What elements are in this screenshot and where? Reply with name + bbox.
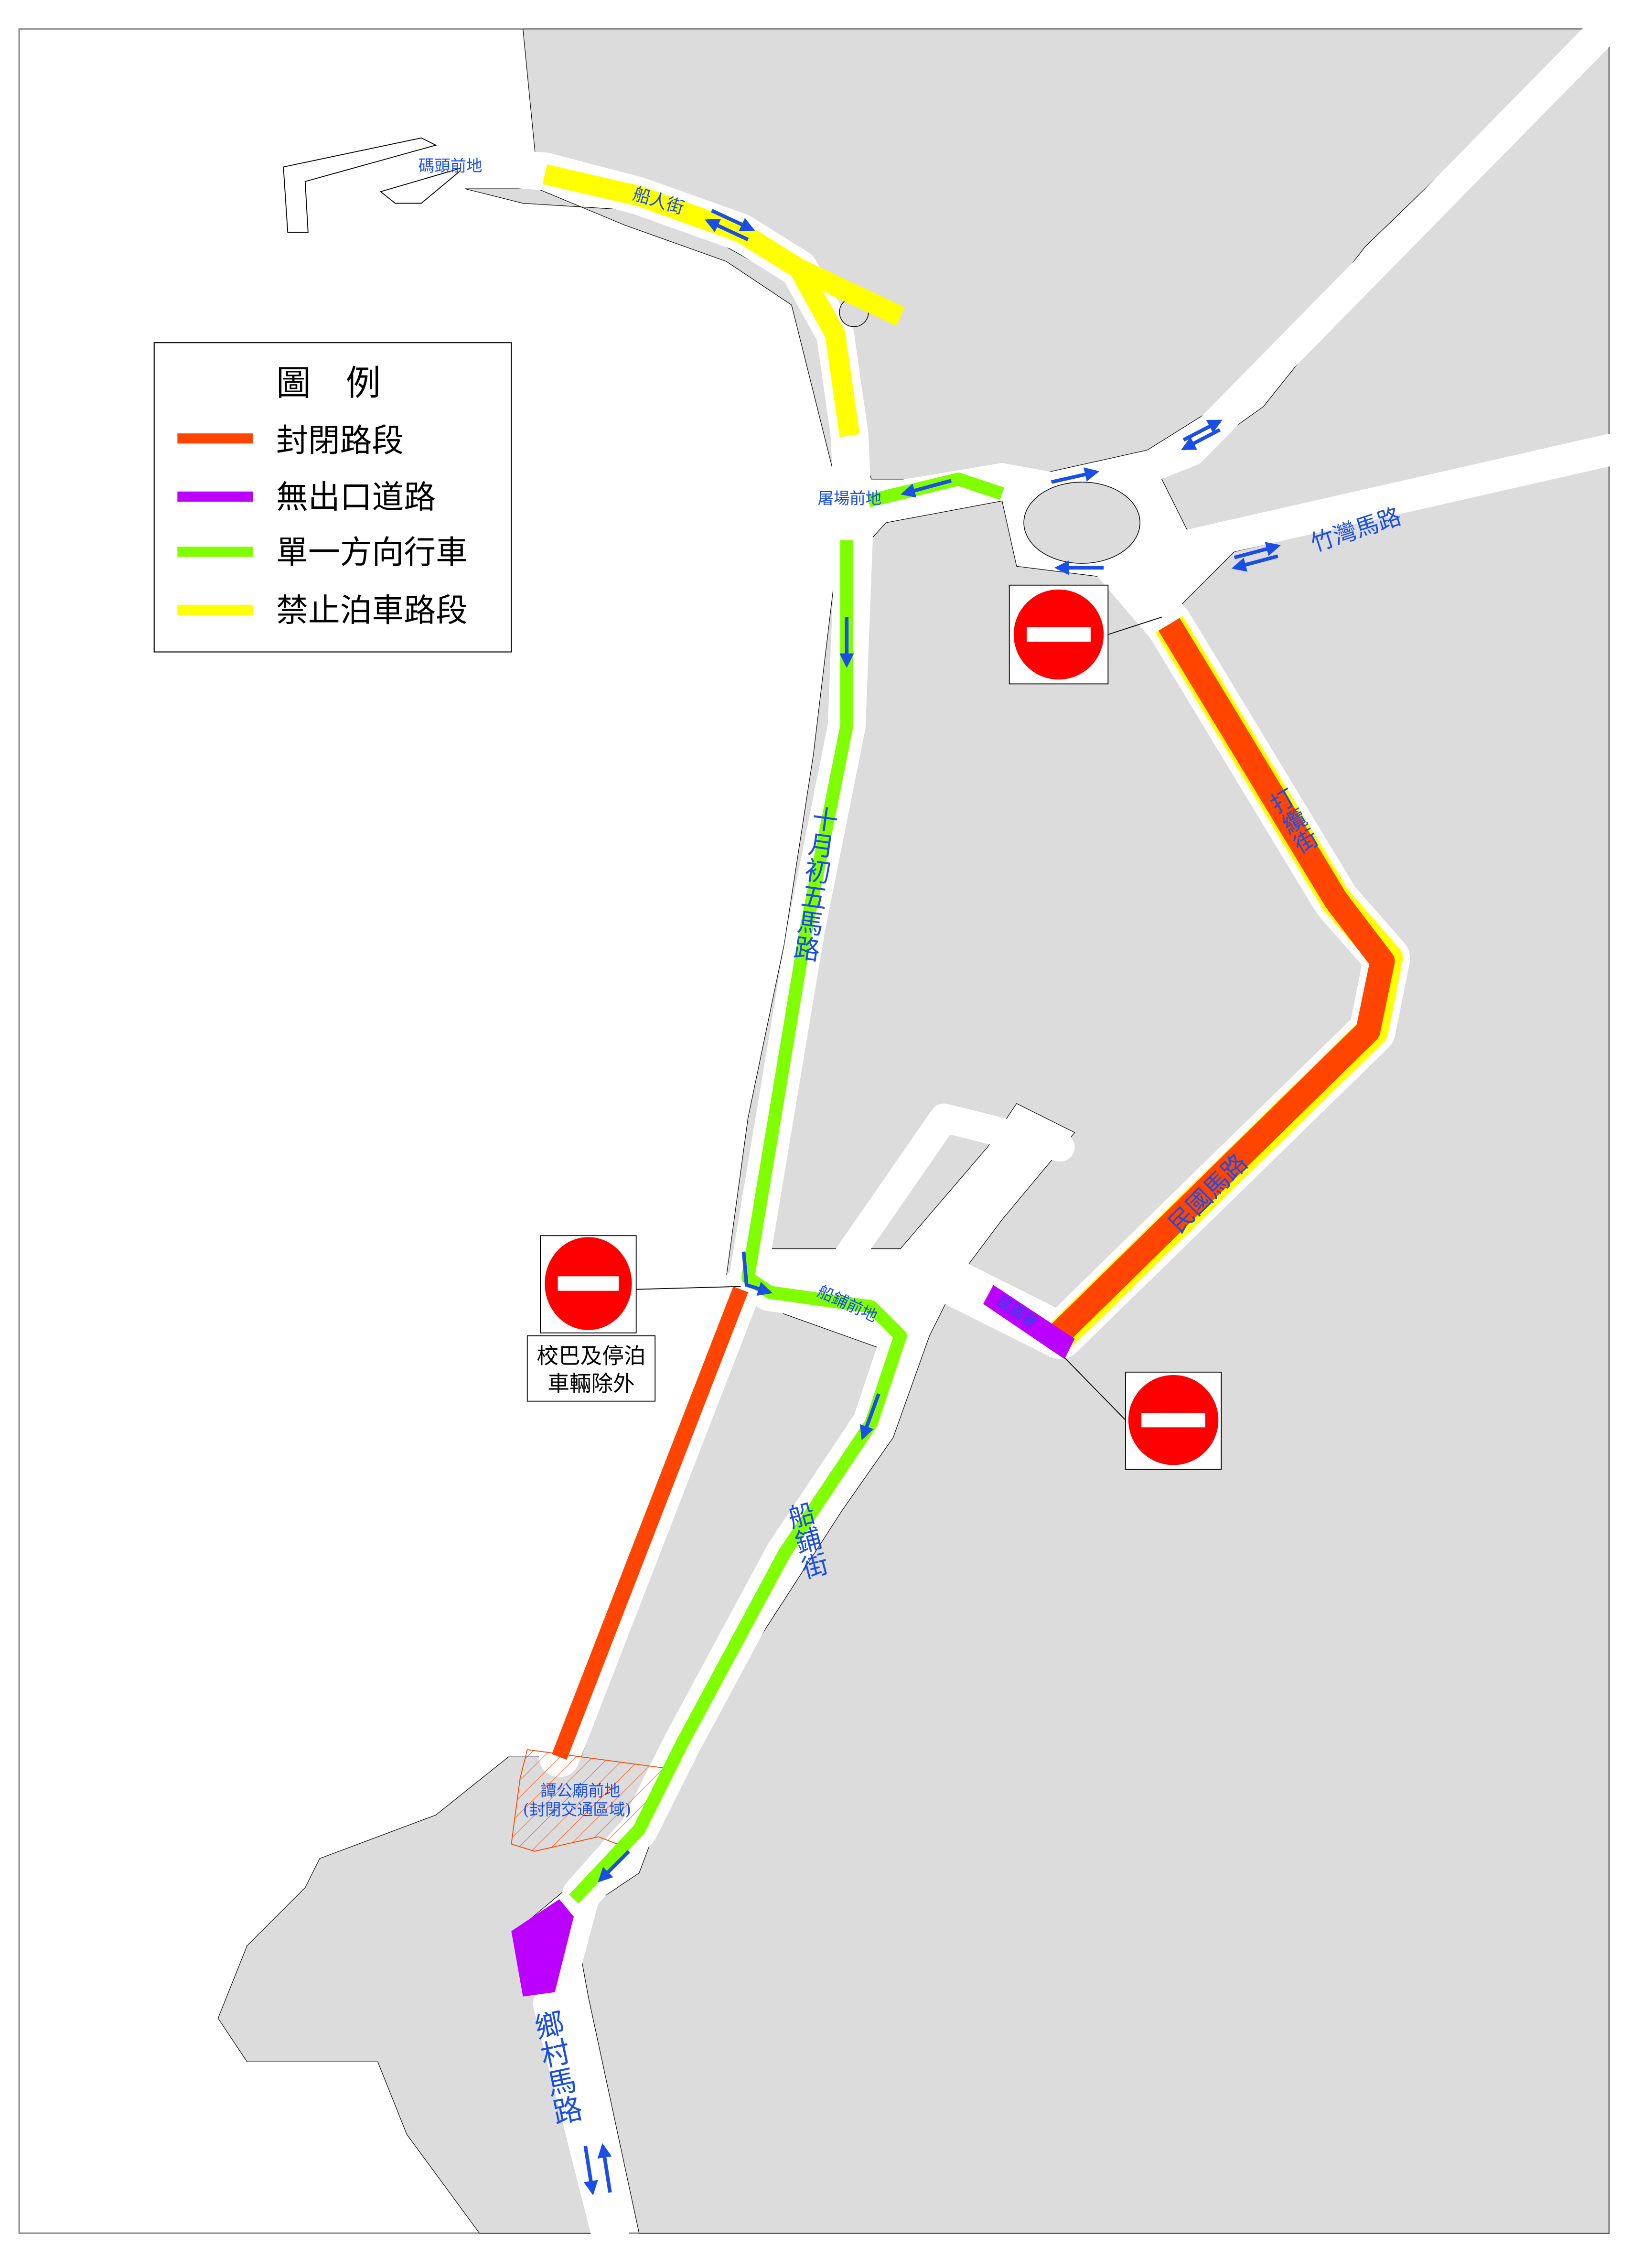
one-way-roads (569, 473, 1004, 1904)
legend-label-closed: 封閉路段 (276, 422, 404, 459)
no-entry-exception-line2: 車輛除外 (547, 1371, 634, 1396)
traffic-direction-arrows (583, 209, 1281, 2195)
no-entry-sign-west: 校巴及停泊 車輛除外 (526, 1235, 741, 1402)
legend-label-dead-end: 無出口道路 (276, 479, 436, 516)
legend-label-no-parking: 禁止泊車路段 (276, 592, 468, 629)
legend: 圖 例 封閉路段 無出口道路 單一方向行車 禁止泊車路段 (153, 342, 512, 653)
pier (283, 137, 465, 233)
label-temple-square-note: (封閉交通區域) (523, 1800, 632, 1819)
no-entry-sign-east (1064, 1357, 1222, 1470)
no-entry-exception-line1: 校巴及停泊 (537, 1344, 646, 1369)
legend-title: 圖 例 (276, 363, 381, 404)
roundabout (1023, 482, 1140, 564)
label-slaughter-square: 屠場前地 (818, 489, 882, 508)
dead-end-roads (511, 1285, 1075, 1997)
label-temple-square: 譚公廟前地 (540, 1781, 620, 1800)
label-pier-square: 碼頭前地 (418, 157, 483, 175)
legend-label-one-way: 單一方向行車 (276, 534, 468, 571)
no-entry-sign-north (1009, 584, 1162, 685)
closed-roads (552, 618, 1395, 1760)
